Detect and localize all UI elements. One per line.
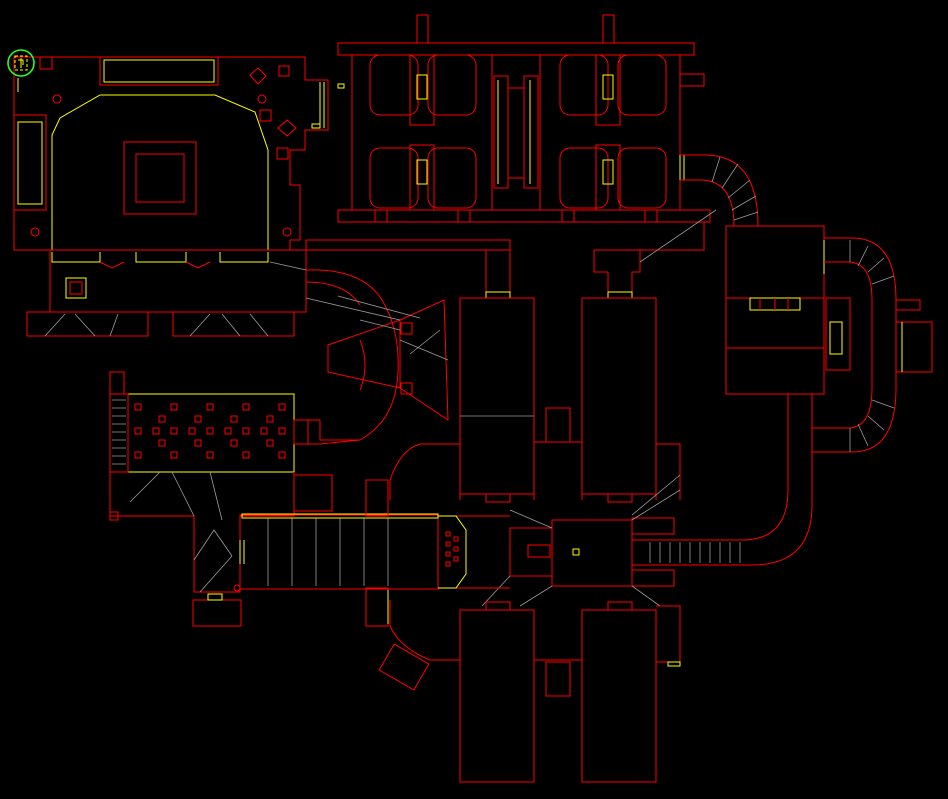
spotted-room-marker	[194, 439, 202, 447]
northwest-lower-corridor	[26, 239, 511, 337]
spotted-room-marker	[266, 439, 274, 447]
spotted-room-marker	[134, 427, 142, 435]
spotted-room-marker	[278, 403, 286, 411]
central-feeds	[305, 209, 717, 299]
spotted-room-marker	[278, 451, 286, 459]
spotted-room-marker	[242, 451, 250, 459]
spotted-room-marker	[170, 427, 178, 435]
northwest-hall	[13, 56, 345, 251]
spotted-room-marker	[278, 427, 286, 435]
spotted-room-marker	[170, 451, 178, 459]
spotted-room-marker	[158, 415, 166, 423]
spotted-room-marker	[170, 403, 178, 411]
central-hub	[389, 297, 681, 783]
spotted-room-marker	[260, 427, 268, 435]
spotted-room-marker	[242, 403, 250, 411]
spotted-room-marker	[194, 415, 202, 423]
spotted-room-marker	[242, 427, 250, 435]
spotted-room-marker	[134, 451, 142, 459]
north-complex	[337, 14, 711, 223]
spotted-room-marker	[230, 439, 238, 447]
northeast-corridor	[680, 154, 933, 453]
east-corridor	[631, 394, 813, 587]
spotted-room-marker	[152, 427, 160, 435]
spotted-room-marker	[206, 451, 214, 459]
spotted-room-marker	[224, 427, 232, 435]
southwest-long-hall	[239, 479, 467, 691]
spotted-room-marker	[266, 415, 274, 423]
spotted-room-marker	[206, 427, 214, 435]
spotted-room-marker	[230, 415, 238, 423]
spotted-room-marker	[206, 403, 214, 411]
west-arc-room	[294, 269, 449, 445]
spotted-room-markers	[134, 403, 286, 459]
west-spotted-room	[109, 371, 333, 627]
spotted-room-marker	[134, 403, 142, 411]
spotted-room-marker	[188, 427, 196, 435]
player-position-marker-icon	[7, 49, 35, 77]
spotted-room-marker	[158, 439, 166, 447]
